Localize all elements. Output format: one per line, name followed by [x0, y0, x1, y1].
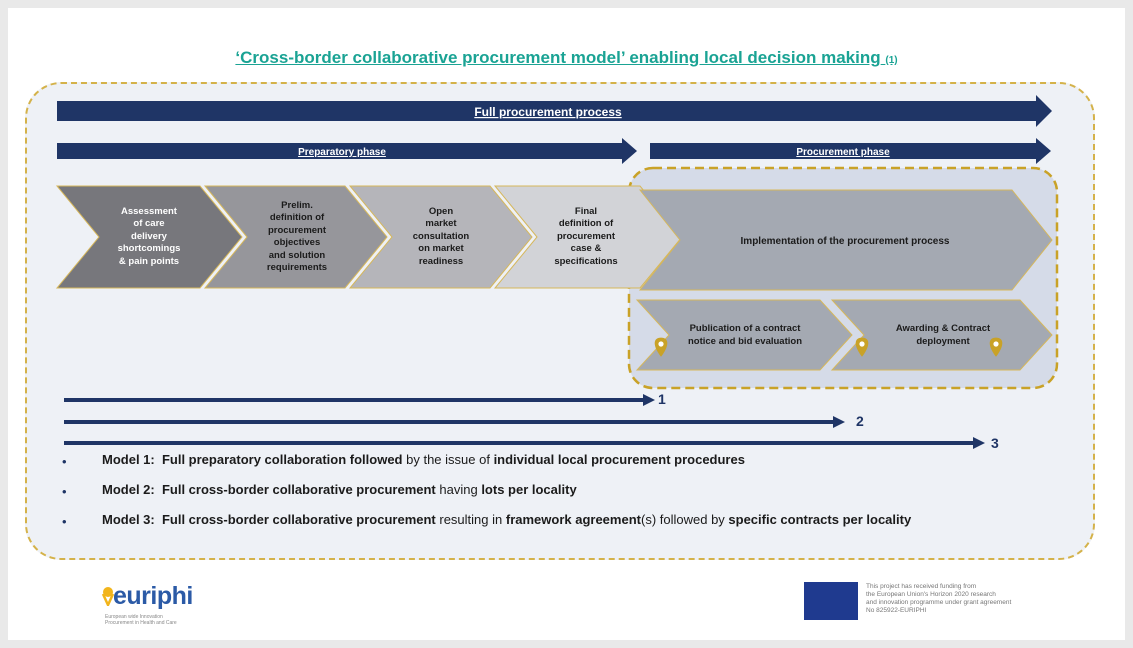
lightbulb-icon: [101, 587, 115, 606]
implementation-chevron: [638, 189, 1053, 291]
model-1-label: Model 1:: [102, 452, 155, 467]
model-2-scope-arrow: [64, 416, 845, 428]
model-3-number: 3: [991, 435, 999, 451]
step-chevron-4: [493, 185, 683, 289]
step-chevron-2: [203, 185, 388, 289]
model-2-label: Model 2:: [102, 482, 155, 497]
bullet-icon: •: [62, 454, 67, 469]
model-3-label: Model 3:: [102, 512, 155, 527]
procurement-phase-arrow: [650, 138, 1051, 164]
sub-step-chevron-1: [635, 299, 853, 371]
bullet-icon: •: [62, 514, 67, 529]
slide-title: ‘Cross-border collaborative procurement …: [8, 48, 1125, 68]
model-2-number: 2: [856, 413, 864, 429]
model-1-item: • Model 1: Full preparatory collaboration…: [62, 452, 1102, 482]
title-text: ‘Cross-border collaborative procurement …: [235, 48, 881, 67]
preparatory-phase-arrow: [57, 138, 637, 164]
model-2-item: • Model 2: Full cross-border collaborativ…: [62, 482, 1102, 512]
model-3-text: Model 3: Full cross-border collaborative…: [102, 512, 912, 527]
location-pin-icon: [654, 337, 668, 357]
model-3-item: • Model 3: Full cross-border collaborativ…: [62, 512, 1102, 542]
location-pin-icon: [855, 337, 869, 357]
logo-wordmark: euriphi: [113, 582, 193, 610]
implementation-label: Implementation of the procurement proces…: [741, 236, 950, 247]
euriphi-logo: euriphi European wide Innovation Procure…: [101, 580, 233, 626]
title-reference: (1): [885, 55, 898, 66]
model-3-scope-arrow: [64, 437, 985, 449]
bullet-icon: •: [62, 484, 67, 499]
step-chevron-3: [348, 185, 533, 289]
preparatory-phase-label: Preparatory phase: [298, 147, 386, 158]
procurement-phase-label: Procurement phase: [796, 147, 890, 158]
full-process-label: Full procurement process: [474, 105, 622, 119]
logo-subtitle: European wide Innovation Procurement in …: [105, 614, 177, 626]
eu-flag: [804, 582, 858, 620]
full-process-arrow: [57, 95, 1052, 127]
model-list: • Model 1: Full preparatory collaboration…: [62, 452, 1102, 542]
model-1-number: 1: [658, 391, 666, 407]
model-2-text: Model 2: Full cross-border collaborative…: [102, 482, 577, 497]
model-1-text: Model 1: Full preparatory collaboration …: [102, 452, 745, 467]
location-pin-icon: [989, 337, 1003, 357]
model-1-scope-arrow: [64, 394, 655, 406]
step-chevron-1: [55, 185, 243, 289]
funding-statement: This project has received funding from t…: [866, 583, 1012, 614]
